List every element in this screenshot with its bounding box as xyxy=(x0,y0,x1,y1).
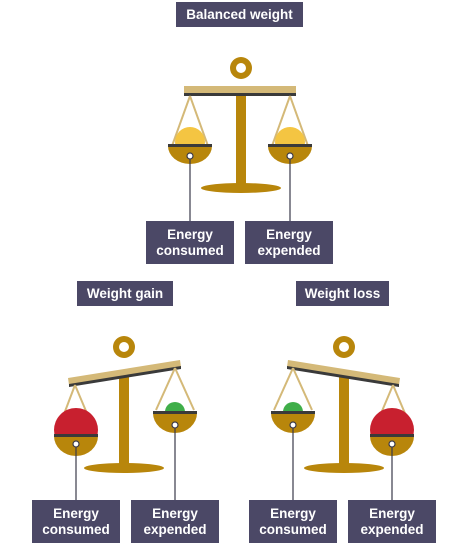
balanced-energy-consumed-label: Energy consumed xyxy=(146,221,234,264)
balanced-scale-icon xyxy=(168,57,312,221)
title-weight-gain: Weight gain xyxy=(77,281,173,306)
weight-gain-scale-icon xyxy=(54,336,197,500)
loss-energy-consumed-label: Energy consumed xyxy=(249,500,337,543)
weight-loss-scale-icon xyxy=(271,336,414,500)
title-balanced-weight: Balanced weight xyxy=(176,2,303,27)
loss-energy-expended-label: Energy expended xyxy=(348,500,436,543)
balanced-energy-expended-label: Energy expended xyxy=(245,221,333,264)
gain-energy-consumed-label: Energy consumed xyxy=(32,500,120,543)
gain-energy-expended-label: Energy expended xyxy=(131,500,219,543)
title-weight-loss: Weight loss xyxy=(296,281,389,306)
